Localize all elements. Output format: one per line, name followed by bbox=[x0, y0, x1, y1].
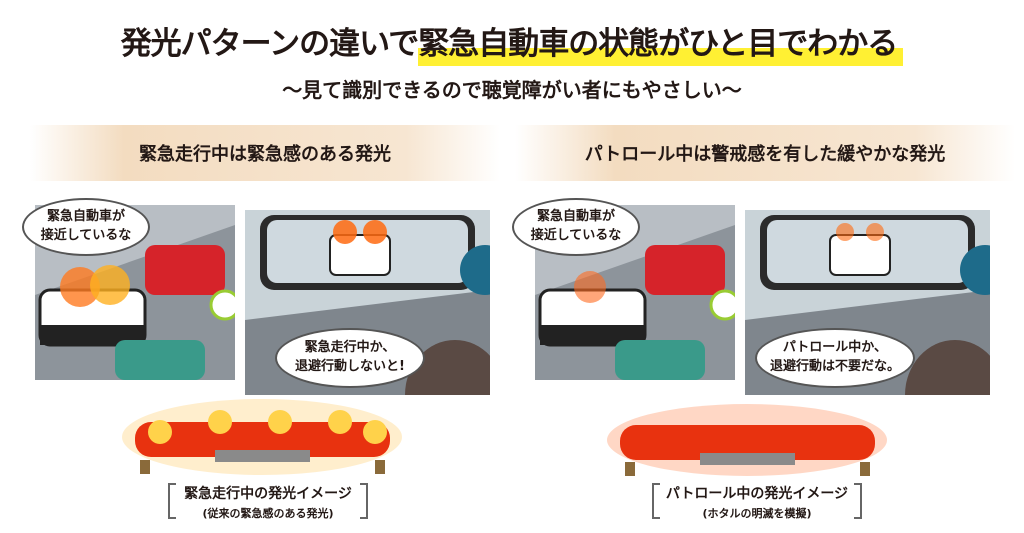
lightbar-patrol bbox=[607, 404, 887, 476]
page-title: 発光パターンの違いで緊急自動車の状態がひと目でわかる bbox=[0, 18, 1024, 66]
section-header-emergency: 緊急走行中は緊急感のある発光 bbox=[30, 125, 500, 181]
speech-bubble-bottom: パトロール中か、退避行動は不要だな。 bbox=[755, 328, 915, 388]
title-highlight: 緊急自動車の状態がひと目でわかる bbox=[418, 26, 904, 66]
butterfly-badge-icon bbox=[209, 289, 235, 321]
caption-emergency: 緊急走行中の発光イメージ(従来の緊急感のある発光) bbox=[168, 483, 368, 520]
speech-bubble-bottom: 緊急走行中か、退避行動しないと! bbox=[275, 328, 425, 388]
caption-patrol: パトロール中の発光イメージ(ホタルの明滅を模擬) bbox=[652, 483, 862, 520]
title-plain: 発光パターンの違いで bbox=[120, 26, 420, 62]
speech-bubble-top: 緊急自動車が接近しているな bbox=[512, 198, 640, 256]
section-header-patrol: パトロール中は警戒感を有した緩やかな発光 bbox=[515, 125, 1015, 181]
starburst-flash-icons bbox=[148, 410, 387, 444]
lightbar-emergency bbox=[122, 399, 402, 475]
flash-icon bbox=[60, 267, 100, 307]
subtitle: 〜見て識別できるので聴覚障がい者にもやさしい〜 bbox=[282, 78, 742, 102]
speech-bubble-top: 緊急自動車が接近しているな bbox=[22, 198, 150, 256]
street-illustration bbox=[35, 205, 235, 380]
red-car bbox=[145, 245, 225, 295]
